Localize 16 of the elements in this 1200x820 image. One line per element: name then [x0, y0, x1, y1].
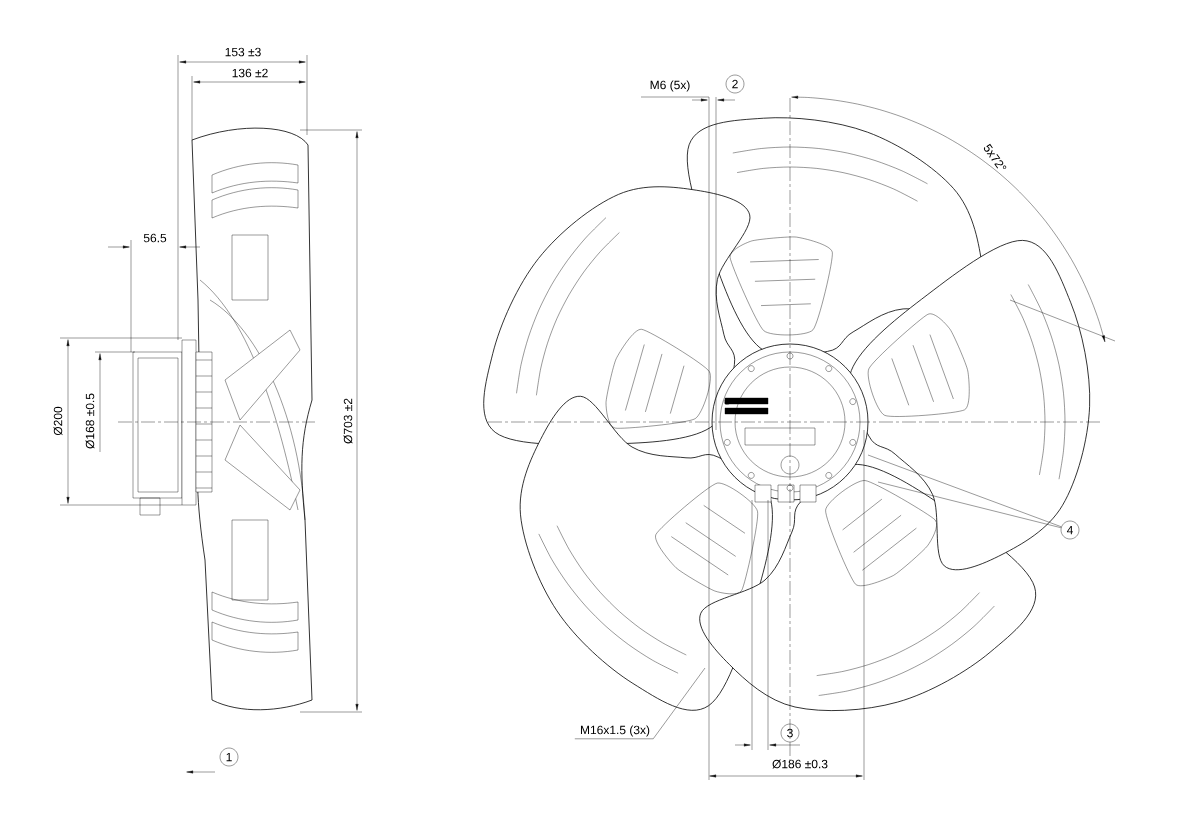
dimension-label: 153 ±3 — [225, 47, 261, 57]
leader-line — [877, 481, 1062, 528]
callout-number: 2 — [725, 74, 745, 94]
callout-number: 4 — [1060, 520, 1080, 540]
dimension-label: Ø168 ±0.5 — [85, 393, 95, 449]
dimension-label: Ø703 ±2 — [343, 398, 353, 444]
dimension-label: 56.5 — [143, 233, 167, 243]
part-label: M16x1.5 (3x) — [581, 725, 650, 737]
leader-line — [867, 454, 1062, 527]
dimension-label: M6 (5x) — [650, 80, 690, 92]
callout-number: 3 — [780, 723, 800, 743]
dimension-label: Ø186 ±0.3 — [772, 759, 828, 769]
callout-number: 1 — [219, 747, 239, 767]
dimension-label: 136 ±2 — [232, 68, 268, 78]
dimension-label: Ø200 — [53, 406, 63, 436]
leader-line — [653, 667, 706, 739]
